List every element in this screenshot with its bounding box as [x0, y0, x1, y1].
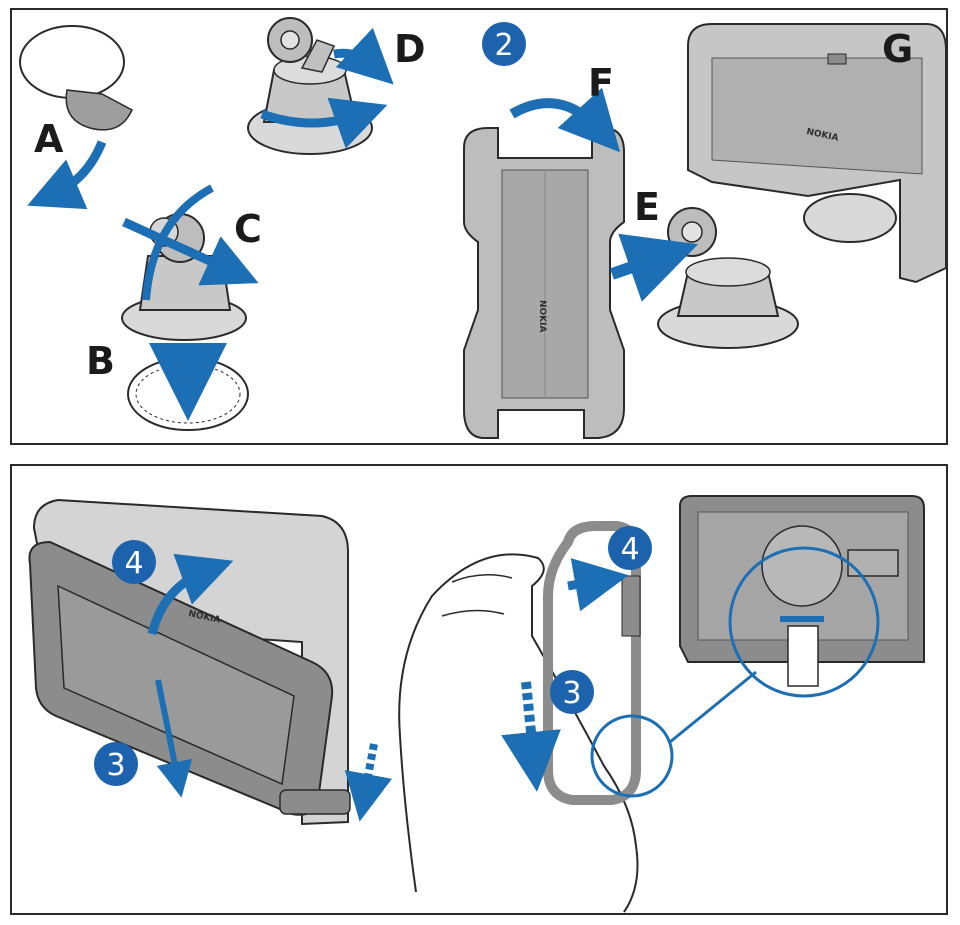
detail-circle-small — [590, 714, 674, 798]
adhesive-disc-icon — [19, 25, 133, 131]
hand-icon — [398, 553, 639, 913]
svg-text:4: 4 — [620, 532, 639, 567]
assembly-panel-top: A D C B 2 NOKIA F — [10, 8, 948, 445]
phone-holder-icon: NOKIA — [463, 127, 625, 439]
svg-text:NOKIA: NOKIA — [537, 300, 547, 333]
label-c: C — [234, 207, 262, 251]
step-badge-3-left: 3 — [94, 742, 138, 786]
svg-text:4: 4 — [124, 546, 143, 581]
label-f: F — [588, 61, 614, 105]
assembly-illustration-top: A D C B 2 NOKIA F — [19, 17, 946, 439]
label-g: G — [882, 27, 913, 71]
svg-text:3: 3 — [562, 676, 581, 711]
slide-arrow-icon — [155, 679, 193, 798]
push-arrow-icon — [610, 233, 699, 302]
flip-arrow-icon — [509, 87, 621, 153]
assembled-holder-icon: NOKIA — [687, 23, 946, 284]
label-b: B — [86, 339, 115, 383]
mount-head-icon — [657, 207, 799, 349]
assembly-panel-bottom: NOKIA 4 3 4 3 — [10, 464, 948, 915]
detail-connector — [669, 670, 757, 744]
phone-in-holder-icon: NOKIA — [28, 498, 351, 826]
press-down-arrow-icon — [501, 681, 561, 792]
label-d: D — [394, 27, 426, 71]
step-badge-4-hand: 4 — [608, 526, 652, 570]
assembly-illustration-bottom: NOKIA 4 3 4 3 — [28, 495, 925, 913]
tilt-arrow-icon — [333, 27, 394, 85]
svg-text:2: 2 — [494, 28, 513, 63]
step-badge-2: 2 — [482, 22, 526, 66]
lift-arrow-icon — [147, 553, 234, 636]
step-badge-3-hand: 3 — [550, 670, 594, 714]
label-e: E — [634, 185, 660, 229]
rotate-arrow-icon — [260, 97, 388, 149]
squeeze-arrow-icon — [567, 558, 629, 612]
svg-text:3: 3 — [106, 748, 125, 783]
step-badge-4-left: 4 — [112, 540, 156, 584]
magnifier-icon — [728, 546, 880, 698]
slide-down-arrow-icon — [344, 743, 392, 822]
peel-arrow-icon — [27, 140, 107, 210]
cross-arrow-icon — [122, 217, 259, 286]
holder-back-icon — [679, 495, 925, 687]
swing-arrow-icon — [142, 184, 214, 301]
mount-rotate-icon — [247, 17, 373, 155]
label-a: A — [34, 117, 64, 161]
